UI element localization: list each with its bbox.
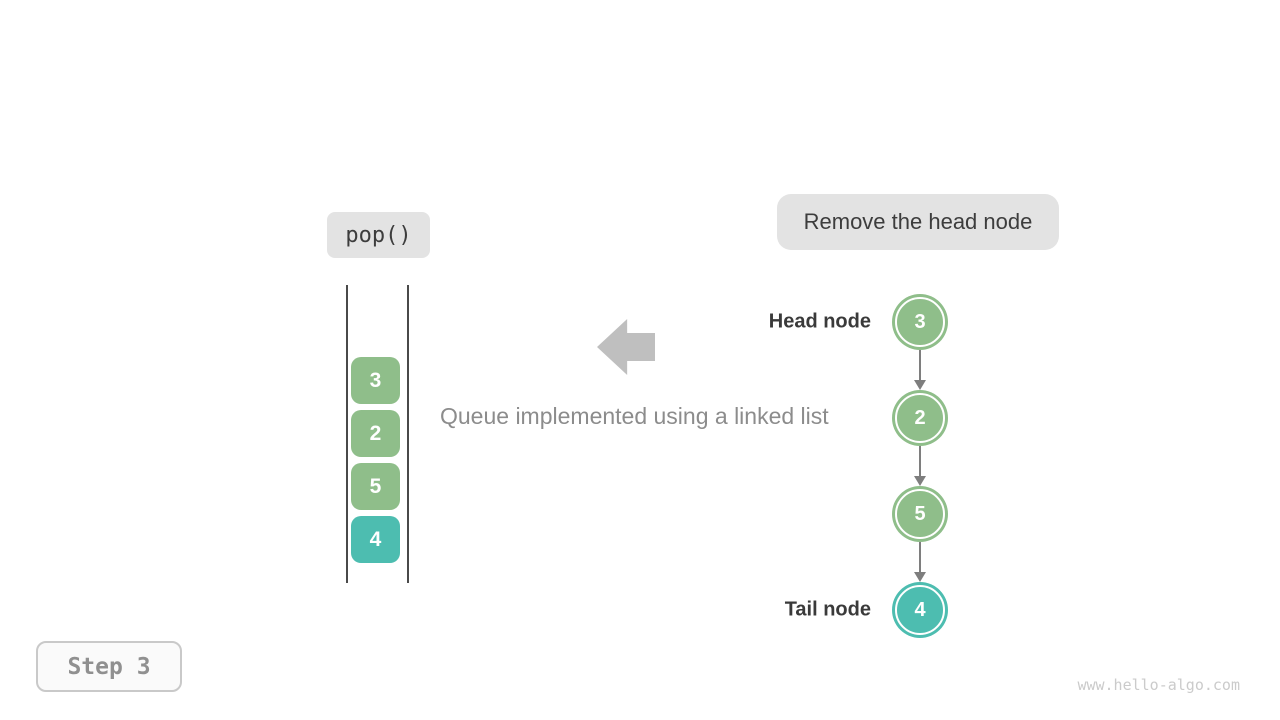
queue-wall-right <box>407 285 409 583</box>
head-list-node: 3 <box>895 297 945 347</box>
queue-stack: 3 2 5 4 <box>351 357 400 563</box>
queue-wall-left <box>346 285 348 583</box>
queue-item: 5 <box>351 463 400 510</box>
head-node-label: Head node <box>768 310 871 333</box>
connector-line <box>919 350 921 381</box>
operation-badge: pop() <box>327 212 430 258</box>
tail-node-label: Tail node <box>784 598 871 621</box>
watermark: www.hello-algo.com <box>1077 676 1240 694</box>
caption-text: Queue implemented using a linked list <box>440 403 829 429</box>
connector-arrowhead <box>914 380 926 390</box>
queue-item: 3 <box>351 357 400 404</box>
connector-line <box>919 542 921 573</box>
queue-item: 4 <box>351 516 400 563</box>
action-callout: Remove the head node <box>777 194 1059 250</box>
list-node: 2 <box>895 393 945 443</box>
step-badge: Step 3 <box>36 641 182 692</box>
connector-line <box>919 446 921 477</box>
connector-arrow-icon <box>912 446 928 486</box>
left-arrow-icon <box>597 319 655 375</box>
connector-arrow-icon <box>912 350 928 390</box>
tail-list-node: 4 <box>895 585 945 635</box>
connector-arrow-icon <box>912 542 928 582</box>
list-node: 5 <box>895 489 945 539</box>
connector-arrowhead <box>914 476 926 486</box>
connector-arrowhead <box>914 572 926 582</box>
queue-item: 2 <box>351 410 400 457</box>
